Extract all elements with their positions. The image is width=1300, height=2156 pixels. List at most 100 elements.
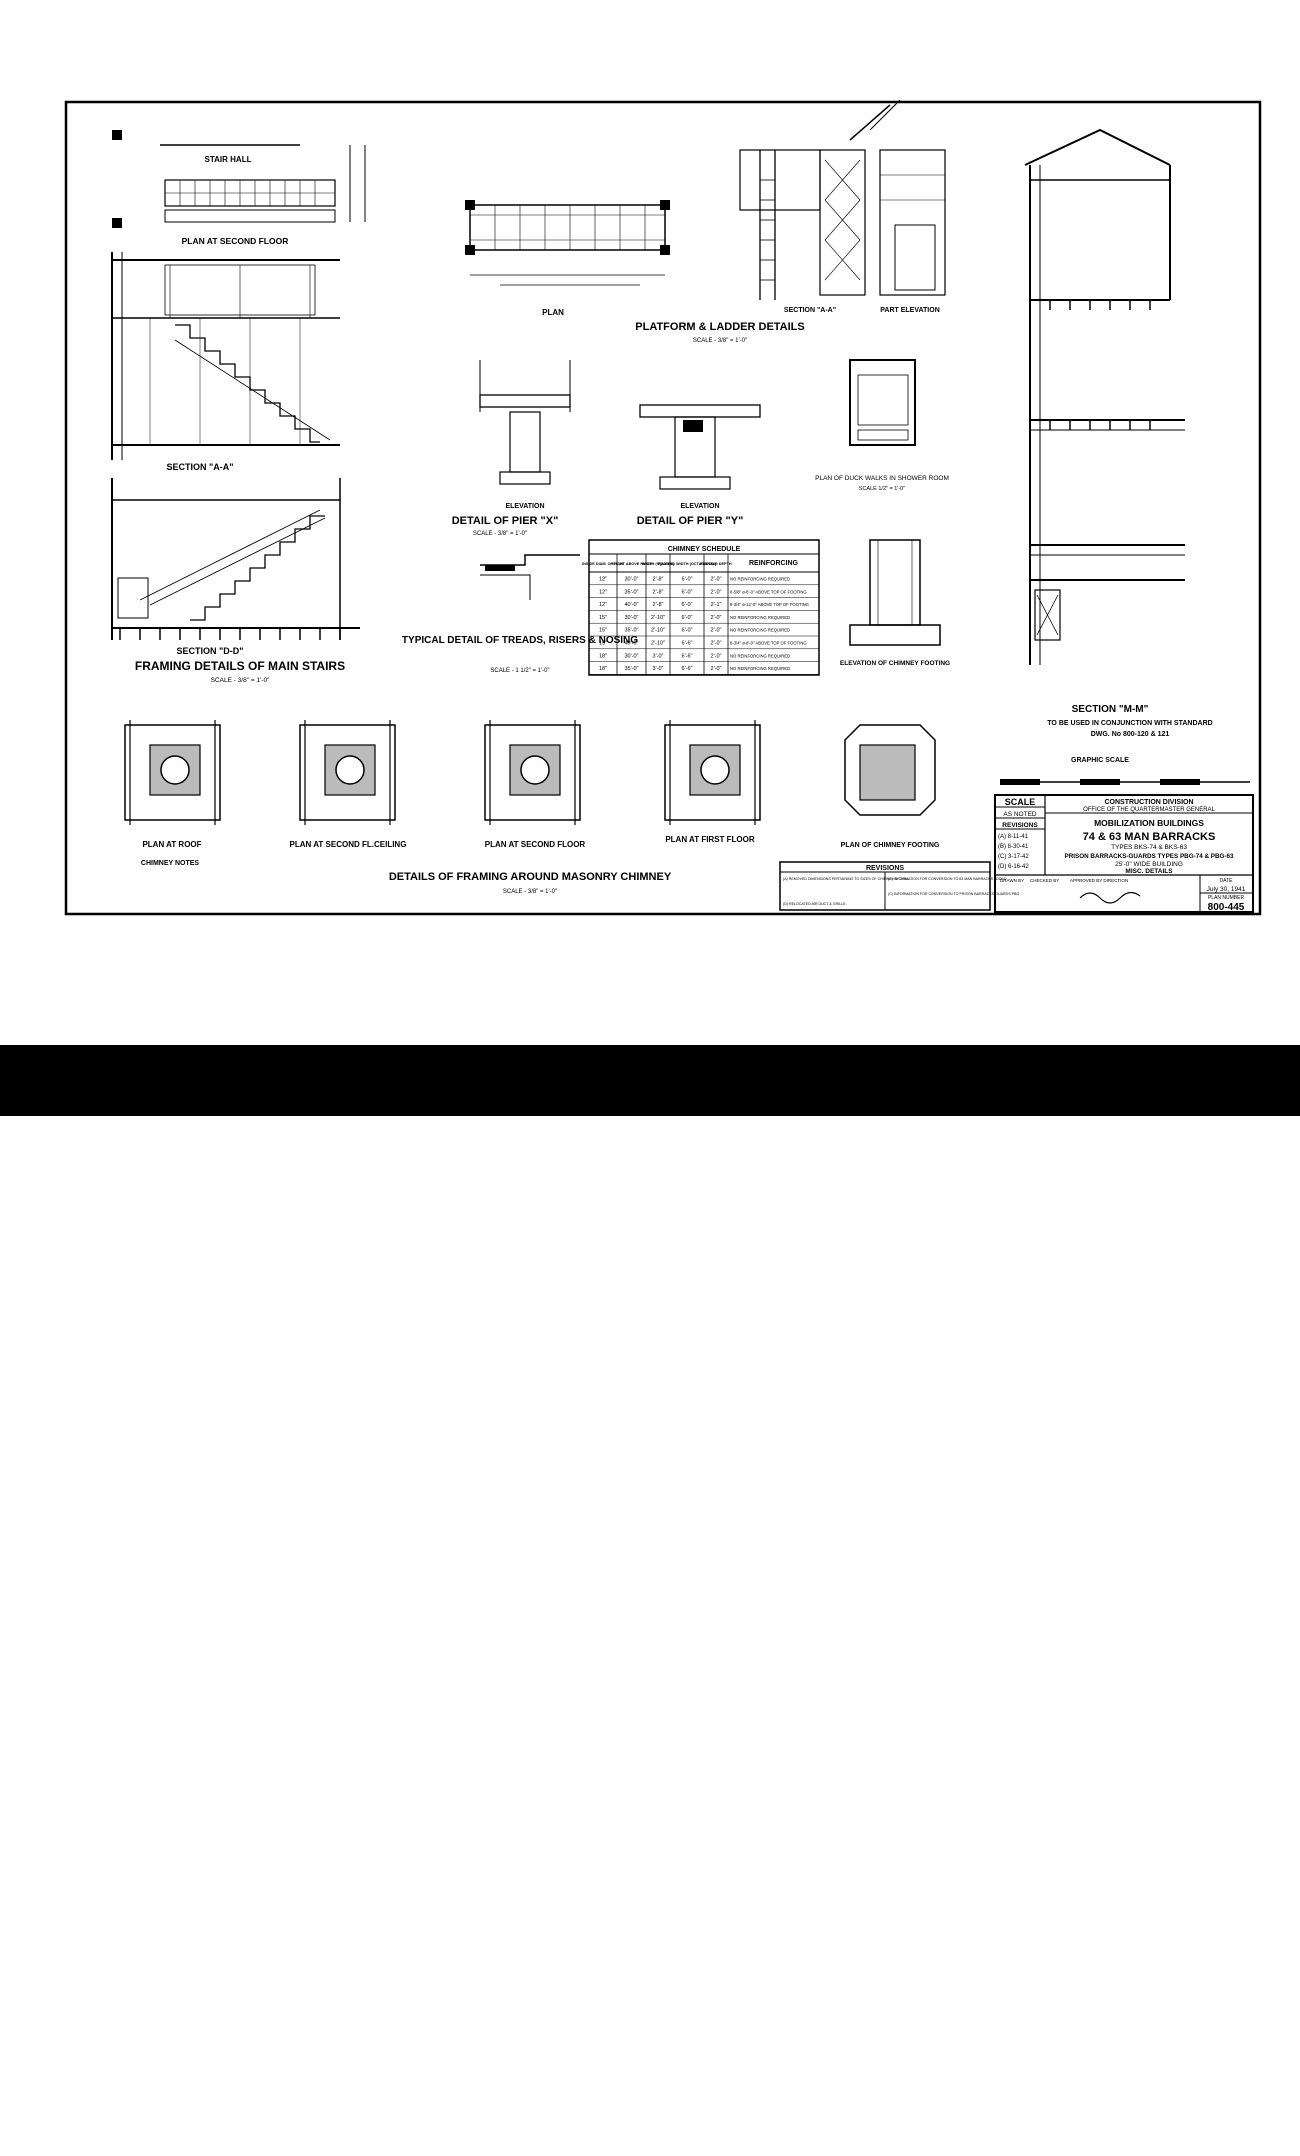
schedule-cell: 40'-0" [624, 641, 638, 647]
approval-signature [1079, 891, 1141, 904]
plan-first-floor-label: PLAN AT FIRST FLOOR [665, 835, 755, 844]
schedule-cell: 12" [599, 589, 607, 595]
project-line-1: MOBILIZATION BUILDINGS [1094, 818, 1204, 828]
section-mm-note2: DWG. No 800-120 & 121 [1091, 731, 1170, 738]
stair-hall-label: STAIR HALL [205, 155, 252, 164]
schedule-cell: NO REINFORCING REQUIRED [730, 628, 790, 633]
schedule-cell: 12" [599, 602, 607, 608]
duckwalks-label: PLAN OF DUCK WALKS IN SHOWER ROOM [815, 475, 949, 482]
schedule-cell: 15" [599, 641, 607, 647]
revision-item: (D) RELOCATED AIR DUCT & GRILLE. [783, 902, 847, 906]
pier-details: ELEVATION ELEVATION DETAIL OF PIER "X" D… [452, 360, 761, 537]
chimney-framing-scale: SCALE - 3/8" = 1'-0" [503, 889, 557, 895]
schedule-cell: NO REINFORCING REQUIRED [730, 653, 790, 658]
plan-roof-label: PLAN AT ROOF [142, 840, 201, 849]
schedule-cell: 2'-8" [653, 602, 664, 608]
revisions-table-title: REVISIONS [866, 865, 904, 872]
watermark-image-id: TDK25H [1160, 2125, 1262, 2155]
schedule-cell: 30'-0" [624, 577, 638, 583]
treads-scale: SCALE - 1 1/2" = 1'-0" [490, 668, 549, 674]
schedule-cell: 3'-0" [653, 666, 664, 672]
watermark-footer: alamy TDK25H www.alamy.com [0, 1045, 1300, 2155]
schedule-cell: 2'-0" [711, 589, 722, 595]
schedule-cell: 6'-0" [682, 602, 693, 608]
elevation-label-2: ELEVATION [680, 503, 719, 510]
treads-title: TYPICAL DETAIL OF TREADS, RISERS & NOSIN… [402, 635, 638, 646]
schedule-cell: 15" [599, 628, 607, 634]
schedule-header: HEIGHT ABOVE RIDGE [611, 562, 653, 566]
treads-detail: TYPICAL DETAIL OF TREADS, RISERS & NOSIN… [402, 554, 638, 674]
schedule-cell: 2'-0" [711, 628, 722, 634]
schedule-cell: 12" [599, 577, 607, 583]
stair-hall-detail: STAIR HALL PLAN AT SECOND FLOOR [112, 130, 366, 246]
schedule-cell: 35'-0" [624, 589, 638, 595]
architectural-drawing: STAIR HALL PLAN AT SECOND FLOOR SECTION … [64, 99, 1262, 916]
revision-item: (B) INFORMATION FOR CONVERSION TO 63 MAN… [888, 877, 1007, 881]
approved-label: APPROVED BY DIRECTION [1070, 878, 1128, 883]
schedule-header: FOOTING WIDTH (OCTAGONAL) [658, 562, 717, 566]
schedule-cell: 8-3/4" ø-12'-0" ABOVE TOP OF FOOTING [730, 602, 809, 607]
pier-x-title: DETAIL OF PIER "X" [452, 515, 559, 527]
schedule-cell: 30'-0" [624, 615, 638, 621]
schedule-cell: 6'-6" [682, 641, 693, 647]
plan-second-floor-chimney-label: PLAN AT SECOND FLOOR [485, 840, 586, 849]
schedule-cell: NO REINFORCING REQUIRED [730, 615, 790, 620]
schedule-cell: 2'-0" [711, 615, 722, 621]
schedule-cell: 2'-8" [653, 577, 664, 583]
revisions-label: REVISIONS [1002, 822, 1038, 829]
graphic-scale-label: GRAPHIC SCALE [1071, 757, 1129, 764]
platform-ladder-title: PLATFORM & LADDER DETAILS [635, 321, 804, 333]
schedule-cell: 6'-0" [682, 628, 693, 634]
schedule-cell: 2'-10" [651, 628, 665, 634]
sheet-border [64, 100, 1262, 916]
schedule-cell: NO REINFORCING REQUIRED [730, 577, 790, 582]
duckwalks-scale: SCALE 1/2" = 1'-0" [859, 486, 905, 492]
schedule-cell: 6'-6" [682, 666, 693, 672]
schedule-cell: 2'-8" [653, 589, 664, 595]
misc-line: MISC. DETAILS [1125, 868, 1173, 875]
section-mm-label: SECTION "M-M" [1072, 704, 1149, 715]
checked-by-label: CHECKED BY [1030, 878, 1059, 883]
section-mm: SECTION "M-M" TO BE USED IN CONJUNCTION … [1024, 128, 1213, 738]
schedule-cell: 2'-10" [651, 641, 665, 647]
section-dd-stairs: SECTION "D-D" FRAMING DETAILS OF MAIN ST… [111, 478, 360, 684]
chimney-footing-elevation: ELEVATION OF CHIMNEY FOOTING [840, 539, 950, 667]
schedule-cell: 15" [599, 615, 607, 621]
schedule-cell: 6'-0" [682, 577, 693, 583]
chimney-notes-title: CHIMNEY NOTES [141, 860, 200, 867]
title-block-revision: (C) 3-17-42 [998, 854, 1029, 860]
schedule-header: FOOTING DEPTH [700, 562, 731, 566]
revision-item: (C) INFORMATION FOR CONVERSION TO PRISON… [888, 892, 1023, 896]
drawn-by-label: DRAWN BY [1000, 878, 1024, 883]
title-block: SCALE AS NOTED REVISIONS (A) 8-11-41(B) … [994, 794, 1254, 913]
building-line: 25'-0" WIDE BUILDING [1115, 861, 1183, 868]
elev-chimney-footing-label: ELEVATION OF CHIMNEY FOOTING [840, 660, 950, 667]
schedule-cell: 3'-0" [653, 653, 664, 659]
schedule-cell: 35'-0" [624, 666, 638, 672]
section-aa-label: SECTION "A-A" [166, 462, 233, 472]
plan-second-floor-label: PLAN AT SECOND FLOOR [182, 236, 289, 246]
schedule-cell: 8-3/4" ø-8'-0" ABOVE TOP OF FOOTING [730, 641, 807, 646]
plan-chimney-footing-label: PLAN OF CHIMNEY FOOTING [841, 842, 940, 849]
date-label: DATE [1220, 878, 1234, 884]
plan-number-label: PLAN NUMBER [1208, 895, 1245, 901]
section-aa-stairs: SECTION "A-A" [111, 252, 340, 472]
schedule-cell: 2'-0" [711, 653, 722, 659]
scale-value: AS NOTED [1003, 811, 1037, 818]
watermark-site: www.alamy.com [1178, 2108, 1251, 2119]
schedule-cell: 2'-0" [711, 666, 722, 672]
platform-ladder-scale: SCALE - 3/8" = 1'-0" [693, 338, 747, 344]
chimney-framing-plans: PLAN AT ROOF PLAN AT SECOND FL.CEILING P… [124, 720, 940, 895]
plan-second-ceiling-label: PLAN AT SECOND FL.CEILING [290, 840, 407, 849]
platform-ladder-details: PLAN SECTION "A-A" PART ELEVATION PLATFO… [465, 99, 946, 344]
schedule-header: WIDTH (SQUARE) [642, 562, 675, 566]
framing-main-stairs-title: FRAMING DETAILS OF MAIN STAIRS [135, 659, 345, 673]
office-label: OFFICE OF THE QUARTERMASTER GENERAL [1083, 807, 1215, 813]
schedule-header: INSIDE DIAM. OF FLUE [582, 562, 624, 566]
duckwalks-detail: PLAN OF DUCK WALKS IN SHOWER ROOM SCALE … [815, 359, 949, 492]
chimney-schedule-title: CHIMNEY SCHEDULE [668, 546, 741, 553]
schedule-cell: 8-5/8" ø-8'-0" ABOVE TOP OF FOOTING [730, 589, 807, 594]
prison-line: PRISON BARRACKS-GUARDS TYPES PBG-74 & PB… [1065, 853, 1234, 860]
chimney-schedule: CHIMNEY SCHEDULE INSIDE DIAM. OF FLUEHEI… [582, 539, 820, 676]
schedule-header: REINFORCING [749, 560, 799, 567]
